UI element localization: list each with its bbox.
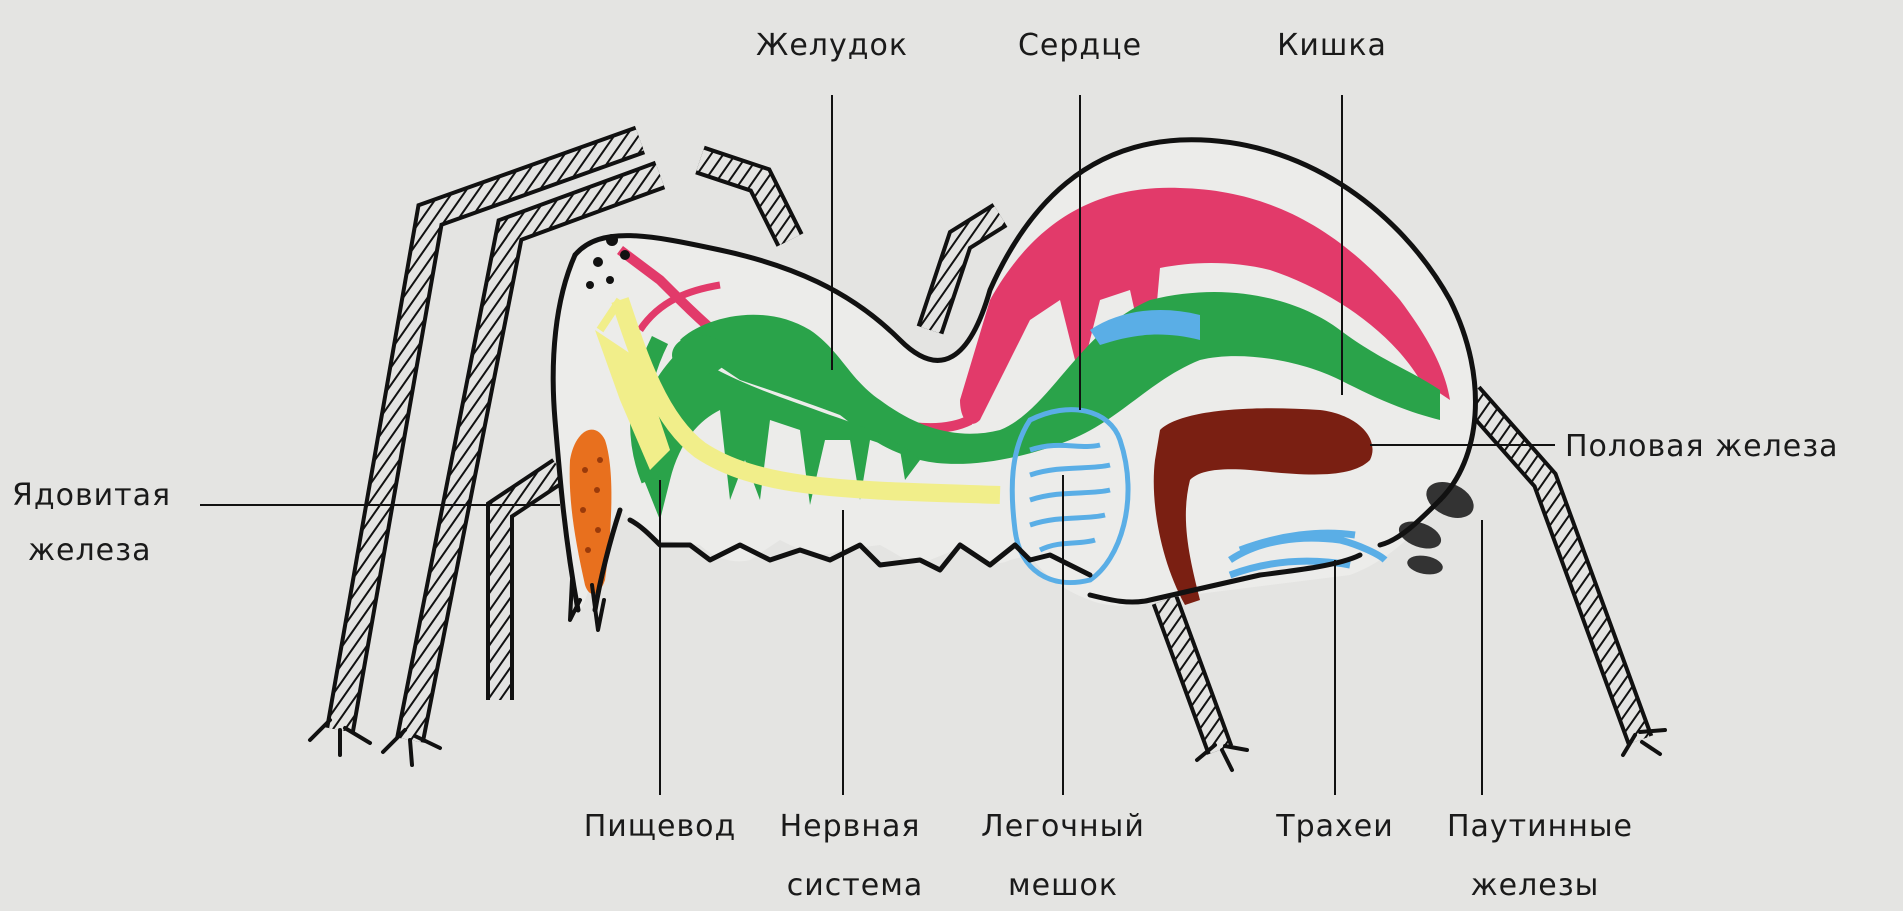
label-stomach: Желудок xyxy=(756,28,908,63)
label-heart: Сердце xyxy=(1018,28,1142,63)
label-nervous-system-line1: Нервная xyxy=(780,809,921,844)
label-tracheae: Трахеи xyxy=(1275,809,1393,844)
label-gonad: Половая железа xyxy=(1565,429,1839,464)
label-venom-gland-line2: железа xyxy=(28,533,151,568)
label-spinnerets-line2: железы xyxy=(1471,868,1600,903)
label-nervous-system-line2: система xyxy=(787,868,923,903)
label-lung-line1: Легочный xyxy=(981,809,1145,844)
label-venom-gland-line1: Ядовитая xyxy=(12,478,171,513)
label-spinnerets-line1: Паутинные xyxy=(1447,809,1633,844)
label-esophagus: Пищевод xyxy=(584,809,737,844)
label-lung-line2: мешок xyxy=(1008,868,1118,903)
label-intestine: Кишка xyxy=(1277,28,1387,63)
